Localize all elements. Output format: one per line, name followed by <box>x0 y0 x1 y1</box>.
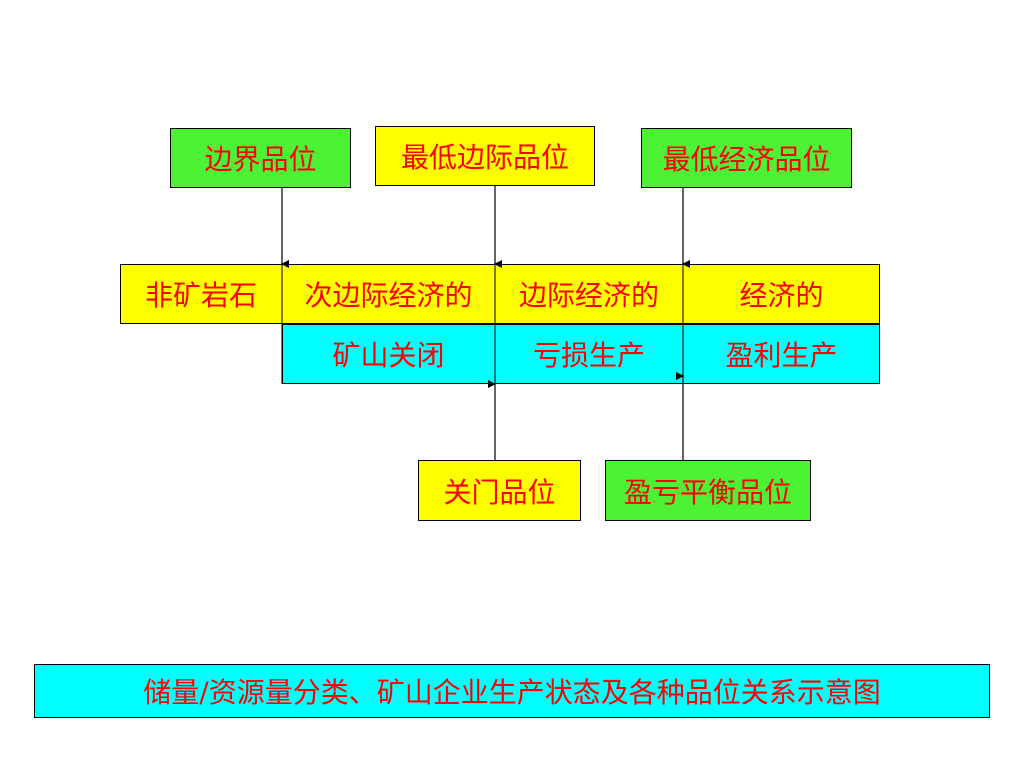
loss-production-cell: 亏损生产 <box>495 324 683 384</box>
sub-marginal-cell: 次边际经济的 <box>282 264 495 324</box>
economic-label: 经济的 <box>739 279 824 312</box>
closure-grade-label: 关门品位 <box>443 475 556 509</box>
classification-row <box>120 264 880 324</box>
marginal-label: 边际经济的 <box>518 279 659 312</box>
boundary-grade-box: 边界品位 <box>170 128 351 188</box>
profit-production-label: 盈利生产 <box>725 339 838 372</box>
production-state-row <box>282 324 880 384</box>
non-ore-label: 非矿岩石 <box>144 279 257 312</box>
non-ore-cell: 非矿岩石 <box>120 264 282 324</box>
closure-grade-box: 关门品位 <box>418 460 581 521</box>
mine-closure-label: 矿山关闭 <box>332 339 445 372</box>
min-economic-grade-label: 最低经济品位 <box>662 143 831 176</box>
min-economic-grade-box: 最低经济品位 <box>641 128 852 188</box>
breakeven-grade-box: 盈亏平衡品位 <box>605 460 811 521</box>
min-marginal-grade-label: 最低边际品位 <box>400 141 569 174</box>
min-marginal-grade-box: 最低边际品位 <box>375 126 595 186</box>
marginal-cell: 边际经济的 <box>495 264 683 324</box>
boundary-grade-label: 边界品位 <box>204 143 317 176</box>
breakeven-grade-label: 盈亏平衡品位 <box>623 475 792 509</box>
diagram-caption: 储量/资源量分类、矿山企业生产状态及各种品位关系示意图 <box>143 676 881 709</box>
economic-cell: 经济的 <box>683 264 880 324</box>
sub-marginal-label: 次边际经济的 <box>304 279 473 312</box>
profit-production-cell: 盈利生产 <box>683 324 880 384</box>
loss-production-label: 亏损生产 <box>532 339 645 372</box>
mine-closure-cell: 矿山关闭 <box>282 324 495 384</box>
diagram-caption-box: 储量/资源量分类、矿山企业生产状态及各种品位关系示意图 <box>34 664 990 718</box>
